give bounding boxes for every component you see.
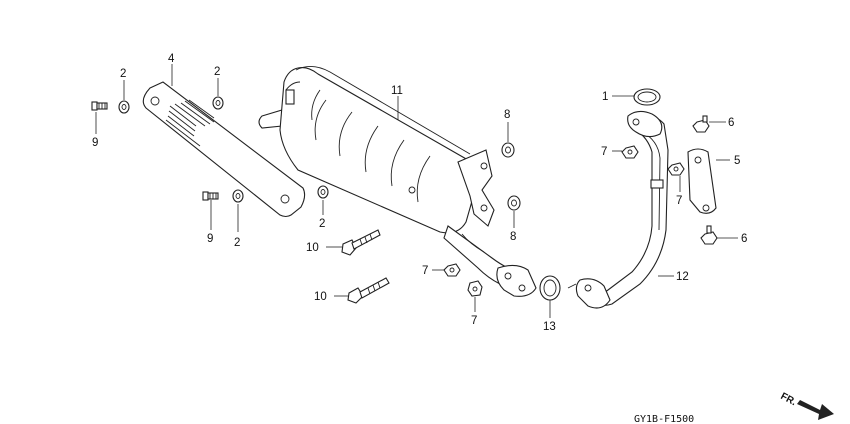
pipe-protector-part-5	[687, 148, 717, 214]
callout-6: 6	[741, 233, 747, 245]
o-ring-part-1	[633, 88, 661, 106]
nut-part-7a	[443, 263, 461, 277]
callout-2: 2	[234, 237, 240, 249]
callout-9: 9	[207, 233, 213, 245]
gasket-part-13	[539, 275, 561, 301]
callout-labels: 2 2 2 2 4 9 9 11 8 8 10 10 7 7 13 1 7 7 …	[92, 53, 747, 333]
callout-5: 5	[734, 155, 740, 167]
bolt-part-6b	[700, 225, 718, 245]
nut-part-7c	[621, 145, 639, 159]
exhaust-pipe-part	[567, 110, 669, 309]
front-direction-label: FR.	[779, 391, 799, 408]
washer-part-2c	[232, 189, 244, 203]
callout-7: 7	[422, 265, 428, 277]
callout-12: 12	[676, 271, 689, 283]
callout-10: 10	[314, 291, 327, 303]
screw-part-9b	[202, 191, 219, 201]
heat-shield-vents	[165, 99, 215, 147]
diagram-code: GY1B-F1500	[634, 414, 694, 424]
nut-part-7d	[667, 162, 685, 176]
callout-11: 11	[391, 85, 403, 97]
front-direction-indicator: FR.	[779, 391, 834, 420]
callout-2: 2	[120, 68, 126, 80]
callout-13: 13	[543, 321, 556, 333]
callout-6: 6	[728, 117, 734, 129]
leader-lines	[95, 64, 738, 318]
callout-9: 9	[92, 137, 98, 149]
washer-part-8a	[501, 142, 515, 158]
callout-1: 1	[602, 91, 608, 103]
washer-part-2d	[317, 185, 329, 199]
callout-2: 2	[319, 218, 325, 230]
washer-part-2a	[118, 100, 130, 114]
callout-2: 2	[214, 66, 220, 78]
bolt-part-10b	[347, 277, 390, 304]
callout-7: 7	[601, 146, 607, 158]
nut-part-7b	[467, 280, 483, 297]
callout-8: 8	[504, 109, 510, 121]
washer-part-2b	[212, 96, 224, 110]
bolt-part-10a	[341, 229, 381, 256]
bolt-part-6a	[692, 115, 710, 133]
screw-part-9a	[91, 101, 108, 111]
muffler-part	[258, 66, 537, 297]
washer-part-8b	[507, 195, 521, 211]
heat-shield-part	[142, 81, 306, 218]
callout-8: 8	[510, 231, 516, 243]
callout-7: 7	[471, 315, 477, 327]
front-arrow-icon	[797, 400, 834, 420]
callout-4: 4	[168, 53, 175, 65]
callout-7: 7	[676, 195, 682, 207]
callout-10: 10	[306, 242, 319, 254]
